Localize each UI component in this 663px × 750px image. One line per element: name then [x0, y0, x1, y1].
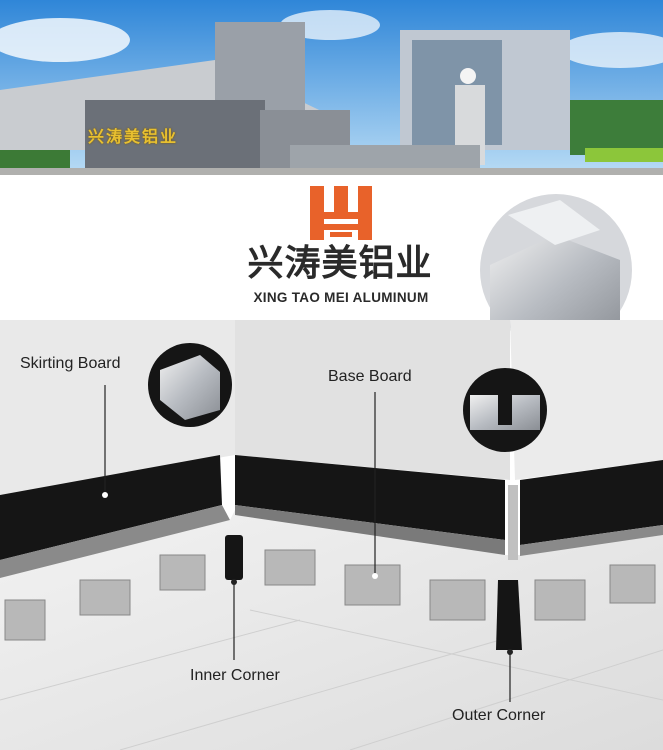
skirting-board-left [0, 455, 222, 560]
label-skirting-board: Skirting Board [20, 355, 121, 372]
skirting-board-back [235, 455, 505, 540]
brand-name-chinese: 兴涛美铝业 [247, 243, 433, 284]
factory-sign: 兴涛美铝业 [88, 127, 179, 146]
outer-corner-piece [496, 580, 522, 650]
label-outer-corner: Outer Corner [452, 707, 546, 724]
brand-name-english: XING TAO MEI ALUMINUM [253, 290, 429, 305]
factory-photo [0, 0, 663, 175]
mounting-clips [4, 549, 656, 641]
label-base-board: Base Board [328, 368, 412, 385]
label-inner-corner: Inner Corner [190, 667, 280, 684]
inner-corner-piece [225, 535, 243, 580]
skirting-board-right [520, 460, 663, 545]
brand-logo-mark [310, 186, 372, 240]
